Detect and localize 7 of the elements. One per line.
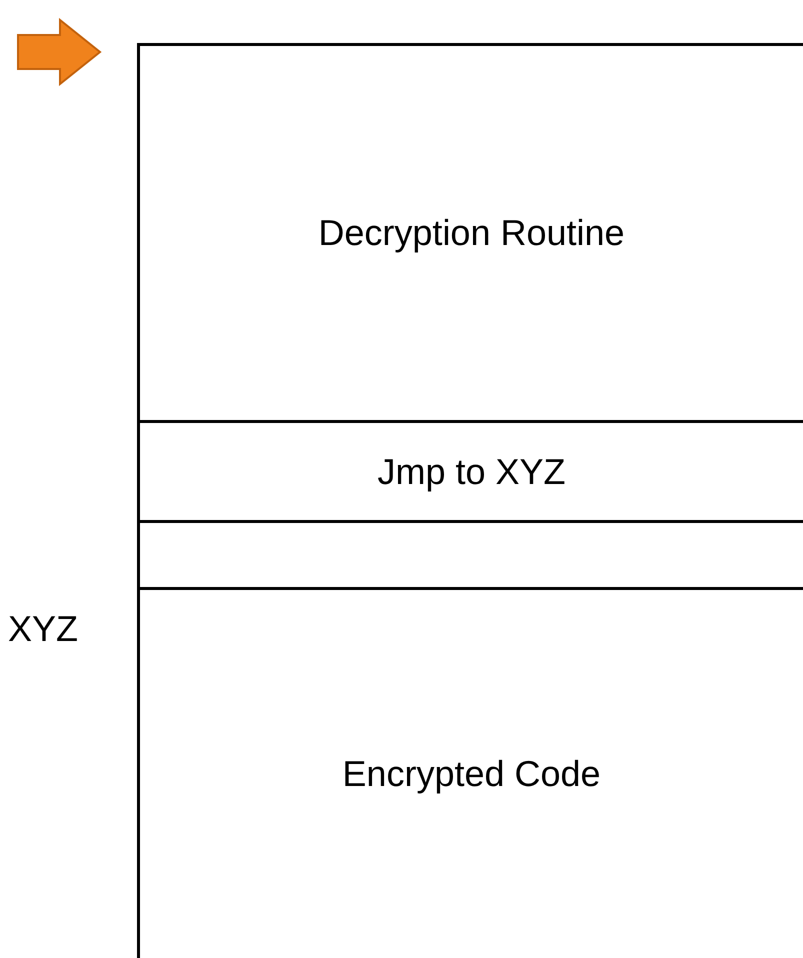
- memory-block: [137, 43, 803, 420]
- memory-block: [137, 520, 803, 587]
- address-label: XYZ: [8, 608, 78, 650]
- block-label: Jmp to XYZ: [377, 450, 566, 492]
- memory-block: [137, 587, 803, 958]
- block-label: Encrypted Code: [342, 753, 601, 795]
- block-label: Decryption Routine: [318, 212, 625, 254]
